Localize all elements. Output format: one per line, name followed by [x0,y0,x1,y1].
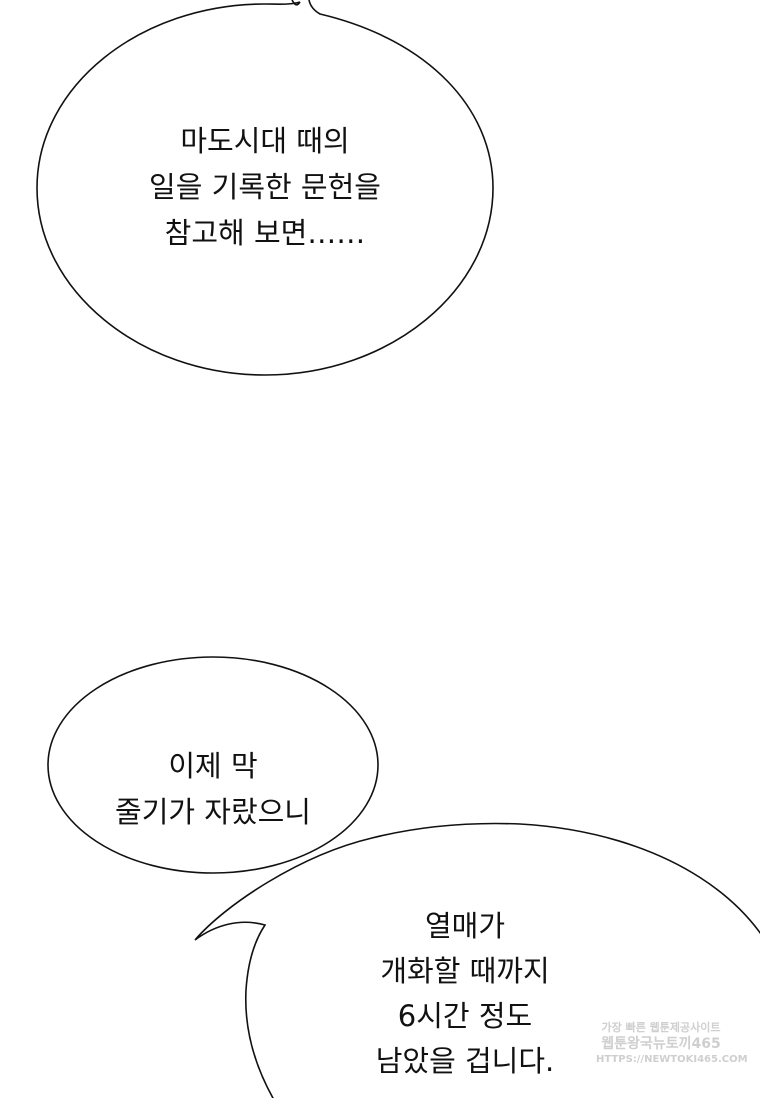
dialogue-line: 6시간 정도 [397,999,533,1033]
speech-bubble-3 [194,822,760,1098]
bubble-3-text: 열매가 개화할 때까지 6시간 정도 남았을 겁니다. [376,904,555,1084]
dialogue-line: 이제 막 [168,749,258,783]
bubble-2-text: 이제 막 줄기가 자랐으니 [115,743,311,835]
dialogue-line: 열매가 [424,909,506,943]
dialogue-line: 마도시대 때의 [180,124,350,158]
dialogue-line: 줄기가 자랐으니 [115,795,311,829]
dialogue-line: 일을 기록한 문헌을 [149,170,381,204]
speech-bubble-2 [47,656,379,874]
dialogue-line: 개화할 때까지 [380,954,550,988]
bubble-1-text: 마도시대 때의 일을 기록한 문헌을 참고해 보면…… [149,118,381,256]
watermark-line: HTTPS://NEWTOKI465.COM [596,1054,748,1065]
watermark: 가장 빠른 웹툰제공사이트 웹툰왕국뉴토끼465 HTTPS://NEWTOKI… [596,1020,748,1068]
dialogue-line: 참고해 보면…… [164,216,366,250]
dialogue-line: 남았을 겁니다. [375,1044,555,1078]
watermark-line: 가장 빠른 웹툰제공사이트 [601,1021,721,1034]
speech-bubble-1 [36,0,494,376]
watermark-line: 웹툰왕국뉴토끼465 [601,1036,721,1052]
